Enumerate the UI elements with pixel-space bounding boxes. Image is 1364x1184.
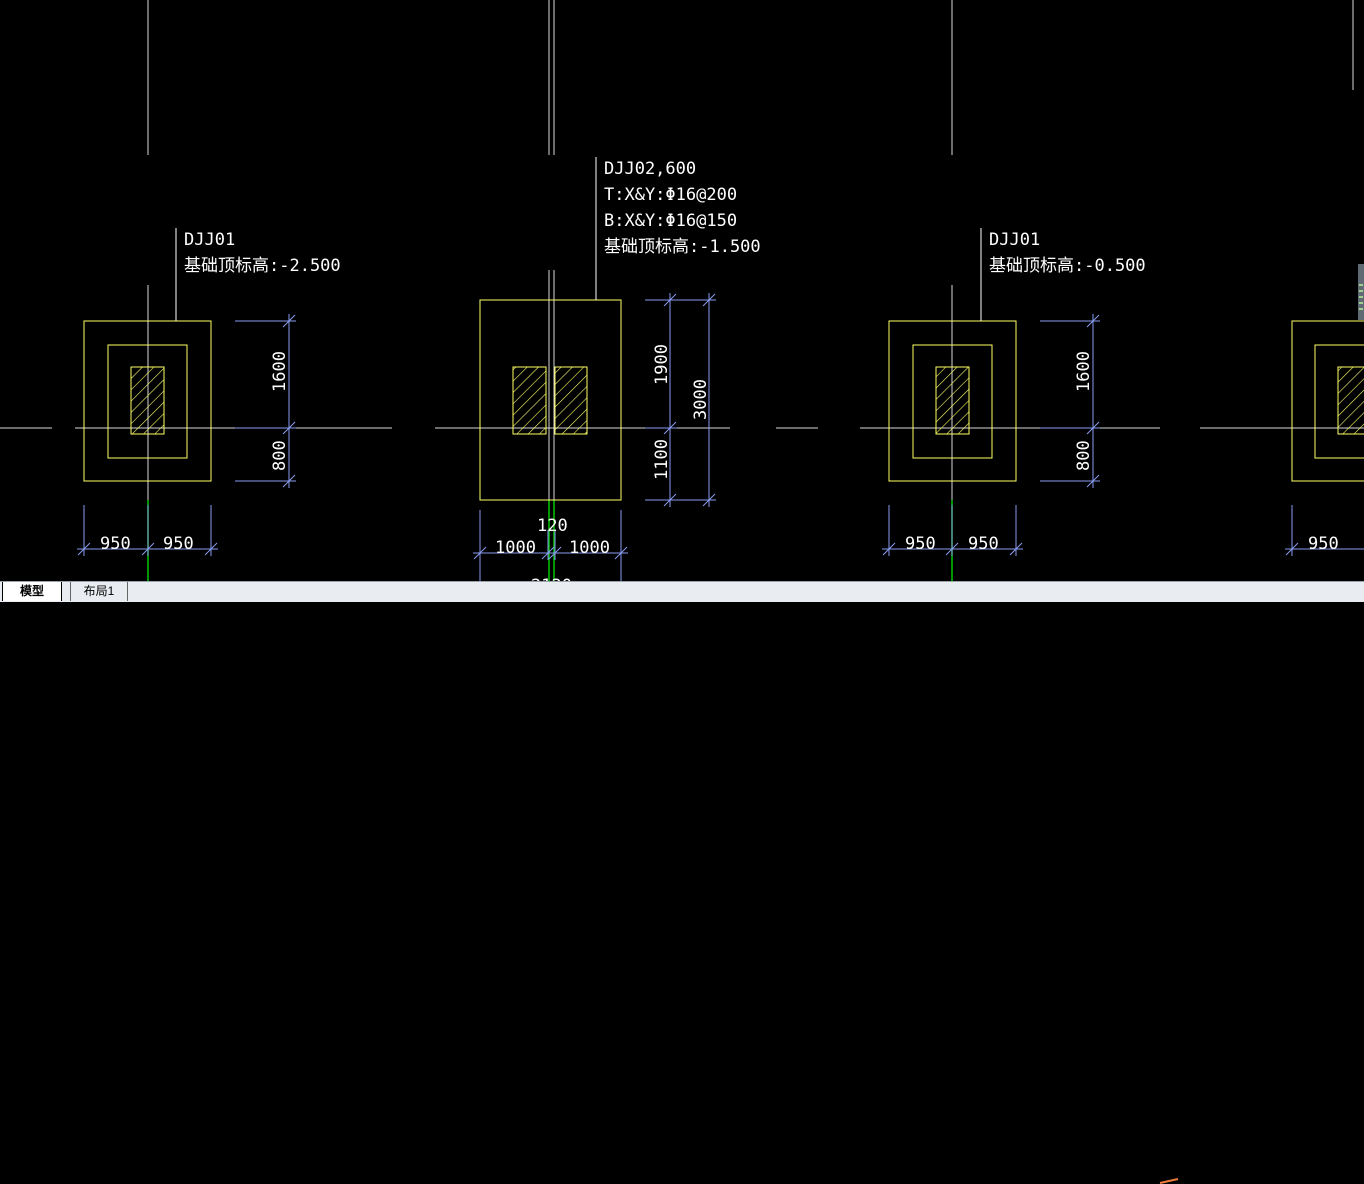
footing-1-label: DJJ01 (184, 230, 235, 250)
footing-3-elevation: 基础顶标高:-0.500 (989, 256, 1146, 276)
footing-3-dim-h1: 1600 (1074, 351, 1094, 392)
footing-3-outer-outline (888, 320, 1017, 482)
footing-2-label: DJJ02,600 (604, 159, 696, 179)
footing-1[interactable]: DJJ01 基础顶标高:-2.500 1600 800 950 950 (77, 228, 341, 556)
footing-1-outer-outline (83, 320, 212, 482)
footing-3-dim-h2: 800 (1074, 440, 1094, 471)
footing-1-elevation: 基础顶标高:-2.500 (184, 256, 341, 276)
footing-3-column-hatch (935, 366, 970, 435)
footing-2[interactable]: DJJ02,600 T:X&Y:Φ16@200 B:X&Y:Φ16@150 基础… (473, 157, 761, 581)
footing-3-label: DJJ01 (989, 230, 1040, 250)
cad-drawing-canvas[interactable]: DJJ01 基础顶标高:-2.500 1600 800 950 950 (0, 0, 1364, 581)
footing-2-vertical-dimension (645, 293, 716, 507)
footing-2-rebar-top: T:X&Y:Φ16@200 (604, 185, 737, 205)
footing-2-horizontal-dimension (473, 510, 628, 581)
footing-2-dim-w1: 1000 (495, 538, 536, 558)
green-column-lines (147, 500, 953, 581)
footing-2-elevation: 基础顶标高:-1.500 (604, 237, 761, 257)
tab-layout1[interactable]: 布局1 (70, 582, 128, 601)
footing-1-dim-w1: 950 (100, 534, 131, 554)
footing-2-dim-h1: 1900 (652, 344, 672, 385)
pointer-icon (1159, 1178, 1179, 1184)
footing-1-vertical-dimension (235, 314, 296, 488)
footing-1-inner-outline (107, 344, 188, 459)
footing-2-outline (479, 299, 622, 501)
tab-model[interactable]: 模型 (2, 582, 62, 601)
footing-2-column-hatch-right (554, 366, 588, 435)
footing-2-column-hatch-left (512, 366, 547, 435)
footing-1-column-hatch (130, 366, 165, 435)
footing-4-column-hatch (1337, 366, 1364, 435)
footing-4-outer-outline (1291, 320, 1364, 482)
footing-4[interactable]: 950 (1285, 320, 1364, 556)
footing-2-dim-w2: 1000 (569, 538, 610, 558)
footing-4-inner-outline (1314, 344, 1364, 459)
footing-3-horizontal-dimension (882, 505, 1023, 556)
footing-1-dim-w2: 950 (163, 534, 194, 554)
footing-2-dim-w-total: 2120 (531, 576, 572, 581)
footing-2-dim-total: 3000 (691, 379, 711, 420)
axis-lines (0, 0, 1364, 505)
footing-2-dim-gap: 120 (537, 516, 568, 536)
footing-3-inner-outline (912, 344, 993, 459)
side-scroll-indicator[interactable] (1358, 264, 1364, 320)
footing-1-dim-h1: 1600 (270, 351, 290, 392)
layout-tab-bar: 模型 布局1 (0, 581, 1364, 1184)
footing-2-dim-h2: 1100 (652, 439, 672, 480)
footing-4-horizontal-dimension (1285, 505, 1364, 556)
footing-3-dim-w1: 950 (905, 534, 936, 554)
footing-3-vertical-dimension (1040, 314, 1100, 488)
footing-3[interactable]: DJJ01 基础顶标高:-0.500 1600 800 950 950 (882, 228, 1146, 556)
footing-1-dim-h2: 800 (270, 440, 290, 471)
footing-4-dim-w1: 950 (1308, 534, 1339, 554)
footing-1-horizontal-dimension (77, 505, 218, 556)
footing-2-rebar-bottom: B:X&Y:Φ16@150 (604, 211, 737, 231)
footing-3-dim-w2: 950 (968, 534, 999, 554)
